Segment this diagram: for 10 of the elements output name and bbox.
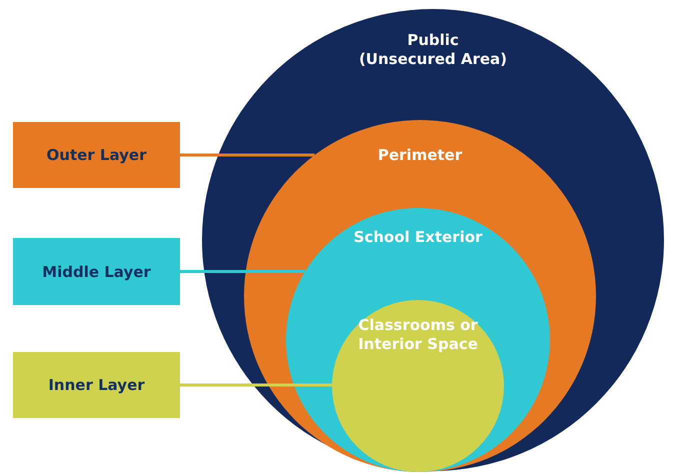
- layer-box: Outer Layer: [13, 122, 180, 188]
- layer-box: Middle Layer: [13, 238, 180, 305]
- zone-label: School Exterior: [352, 228, 484, 247]
- layer-box: Inner Layer: [13, 352, 180, 418]
- zone-label: Classrooms or Interior Space: [357, 316, 479, 354]
- leader-line: [180, 270, 306, 273]
- zone-label: Public (Unsecured Area): [358, 31, 508, 69]
- leader-line: [180, 384, 332, 386]
- leader-line: [180, 154, 315, 156]
- zone-label: Perimeter: [376, 146, 464, 165]
